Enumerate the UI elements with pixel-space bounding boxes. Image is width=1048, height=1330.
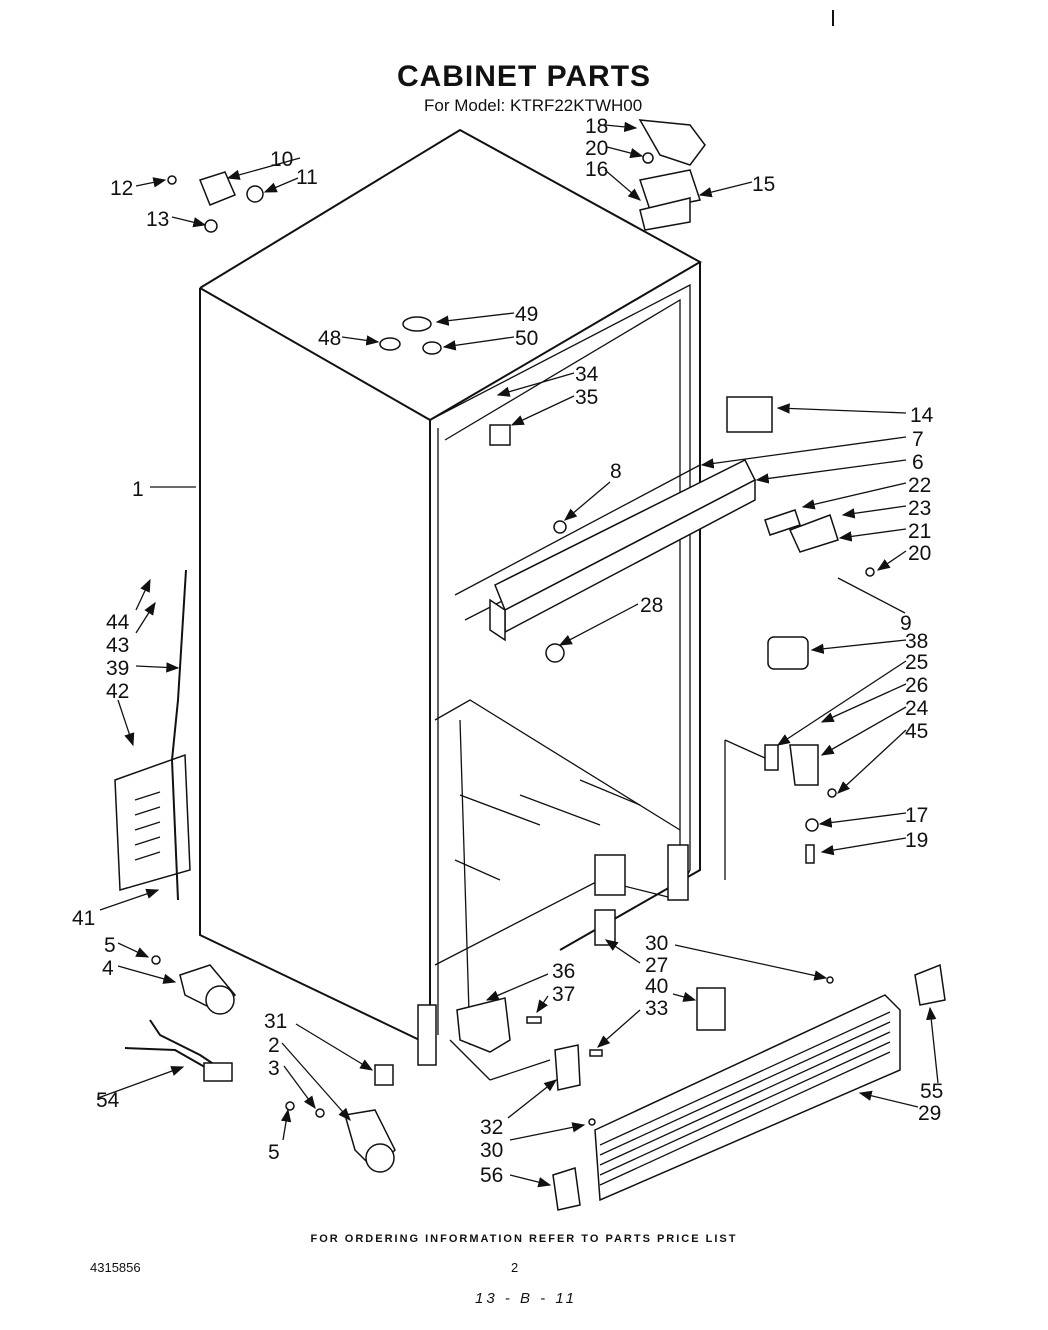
ordering-info-note: FOR ORDERING INFORMATION REFER TO PARTS … [310,1233,738,1245]
back-panel [114,569,191,901]
page-title: CABINET PARTS [396,60,652,93]
callout-22: 22 [908,474,931,497]
center-hinge-parts [545,509,875,663]
callout-3: 3 [268,1057,280,1080]
callout-31: 31 [264,1010,287,1033]
callout-8: 8 [610,460,622,483]
callout-26: 26 [905,674,928,697]
callout-29: 29 [918,1102,941,1125]
callout-1: 1 [132,478,144,501]
callout-38: 38 [905,630,928,653]
callout-24: 24 [905,697,929,720]
callout-44: 44 [106,611,130,634]
callout-50: 50 [515,327,538,350]
callout-40: 40 [645,975,668,998]
callout-15: 15 [752,173,775,196]
callout-49: 49 [515,303,538,326]
handwritten-note: 13 - B - 11 [475,1290,577,1307]
callout-25: 25 [905,651,928,674]
document-number: 4315856 [90,1260,141,1275]
callout-2: 2 [268,1034,280,1057]
hinge-parts [167,119,706,233]
callout-20a: 20 [585,137,608,160]
callout-35: 35 [575,386,598,409]
callout-54: 54 [96,1089,120,1112]
callout-7: 7 [912,428,924,451]
callout-42: 42 [106,680,129,703]
lower-hinge-parts [764,636,837,864]
callout-5a: 5 [104,934,116,957]
callout-39: 39 [106,657,129,680]
leader-lines [97,121,939,1188]
callout-43: 43 [106,634,129,657]
callout-11: 11 [296,166,318,189]
callout-33: 33 [645,997,668,1020]
callout-5b: 5 [268,1141,280,1164]
callout-27: 27 [645,954,668,977]
callout-30b: 30 [480,1139,503,1162]
callout-30a: 30 [645,932,668,955]
page-number: 2 [511,1260,519,1275]
callout-17: 17 [905,804,928,827]
callout-10: 10 [270,148,293,171]
corner-tick-mark [832,10,834,26]
model-subtitle: For Model: KTRF22KTWH00 [424,96,643,115]
callout-45: 45 [905,720,928,743]
plugs-and-covers [379,316,773,446]
callout-18: 18 [585,115,608,138]
callout-9: 9 [900,612,912,635]
roller-assemblies [151,955,396,1173]
callout-13: 13 [146,208,169,231]
callout-41: 41 [72,907,95,930]
callout-36: 36 [552,960,575,983]
callout-28: 28 [640,594,663,617]
callout-12: 12 [110,177,133,200]
callout-21: 21 [908,520,931,543]
callout-23: 23 [908,497,931,520]
callout-37: 37 [552,983,575,1006]
callout-20b: 20 [908,542,931,565]
callout-16: 16 [585,158,608,181]
callout-56: 56 [480,1164,503,1187]
callout-32: 32 [480,1116,503,1139]
callout-55: 55 [920,1080,943,1103]
callout-6: 6 [912,451,924,474]
callout-4: 4 [102,957,114,980]
divider-bar [489,458,757,642]
callout-labels: 1 2 3 4 5 5 6 7 8 9 10 11 12 13 14 15 16… [72,115,943,1187]
callout-19: 19 [905,829,928,852]
callout-34: 34 [575,363,599,386]
wiring-harness [124,1019,233,1082]
callout-14: 14 [910,404,934,427]
cabinet-body [199,128,703,1066]
base-parts [374,909,726,1091]
toe-grille [552,963,946,1211]
callout-48: 48 [318,327,341,350]
